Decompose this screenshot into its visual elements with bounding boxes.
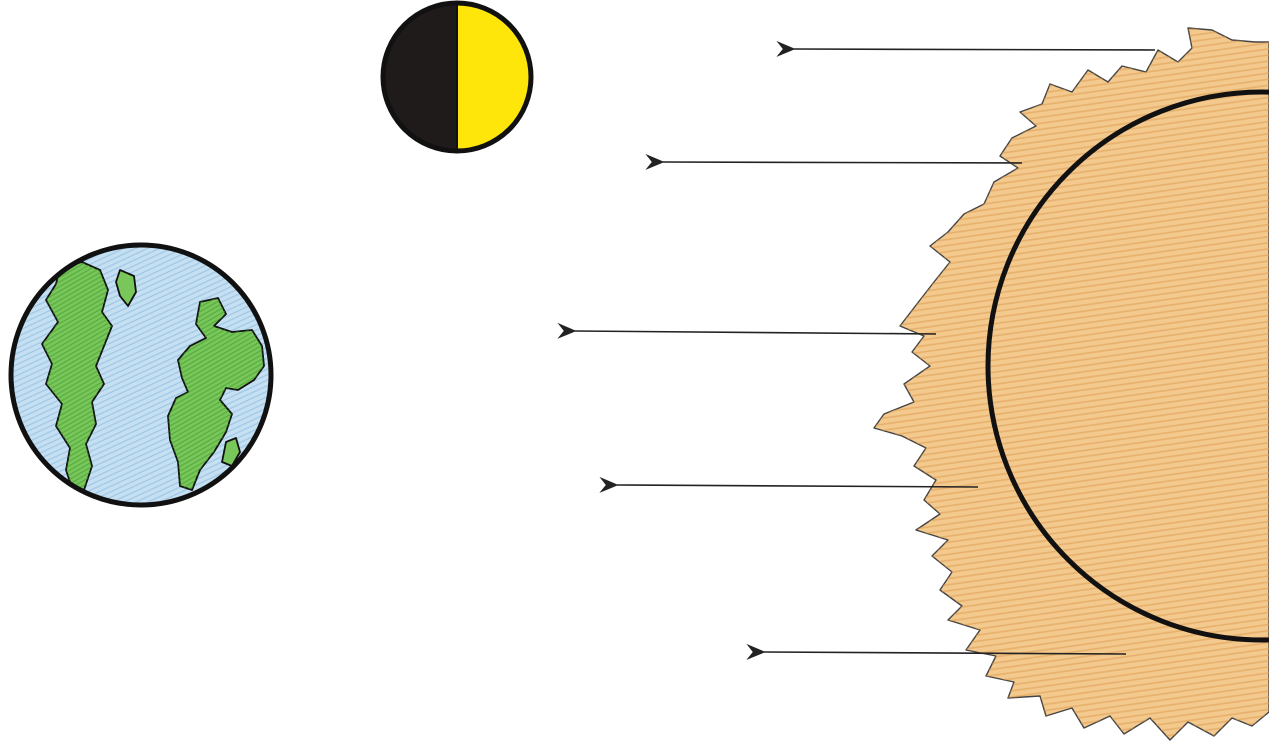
sunlight-ray: [617, 485, 978, 487]
moon-dark-half: [380, 0, 457, 160]
earth-icon: [11, 245, 271, 505]
sun-icon: [874, 28, 1269, 740]
moon-lit-half: [457, 0, 537, 160]
sunlight-ray: [794, 49, 1155, 50]
sunlight-ray: [575, 331, 936, 334]
sunlight-ray: [663, 162, 1022, 163]
moon-icon: [380, 0, 537, 160]
